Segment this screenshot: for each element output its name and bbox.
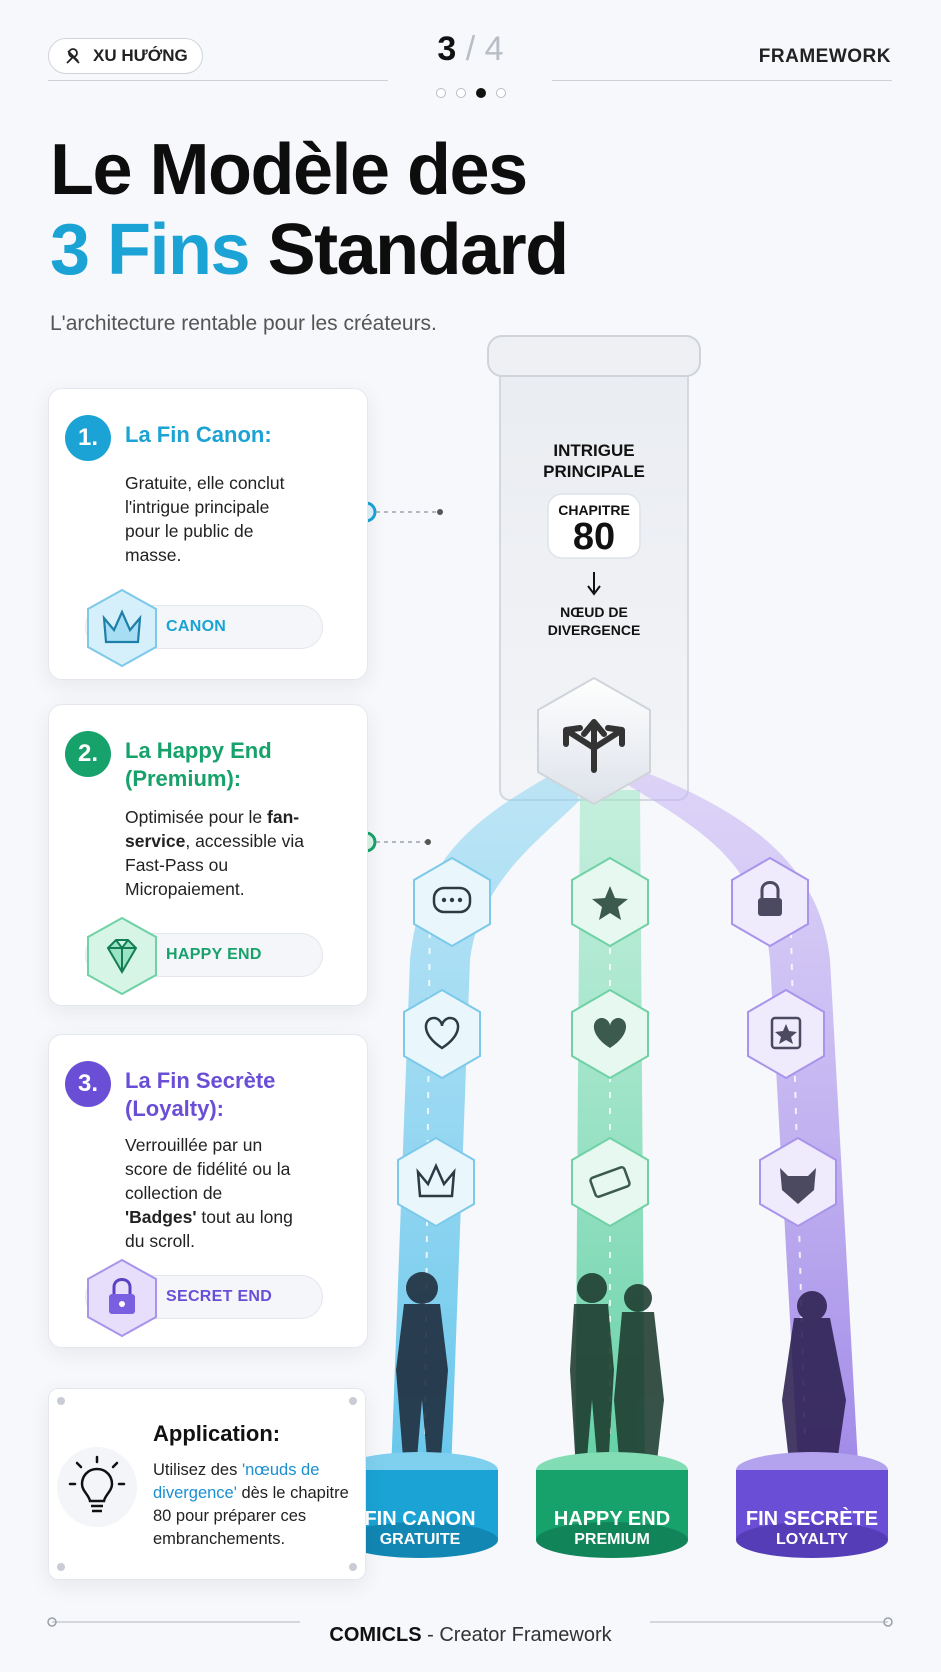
chapter-box [547,493,641,559]
crown-icon [397,1136,475,1228]
divergence-label: NŒUD DE DIVERGENCE [547,604,641,638]
lock-icon [87,1258,157,1338]
trend-tag[interactable]: XU HƯỚNG [48,38,203,74]
application-desc-post: dès le chapitre 80 pour préparer ces emb… [153,1484,349,1548]
header-divider-left [48,80,388,81]
trunk-title: INTRIGUE PRINCIPALE [543,441,645,481]
pedestal-secret [736,1452,888,1558]
footer-brand: COMICLS [329,1624,422,1646]
title-rest: Standard [249,210,570,290]
ending-happy-name: HAPPY END [553,1508,671,1530]
chat-icon [413,856,491,948]
card-happy-desc-post: , accessible via Fast-Pass ou Micropaiem… [125,831,305,899]
branch-secret [620,770,860,1500]
badge-card-icon [747,988,825,1080]
header-divider-right [552,80,892,81]
heart-icon [403,988,481,1080]
title-highlight: 3 Fins [50,210,251,290]
couple-silhouette [570,1273,664,1470]
card-happy-number: 2. [65,731,111,777]
ending-happy-label[interactable]: HAPPY END PREMIUM [536,1508,688,1549]
card-secret-desc-bold: 'Badges' [125,1207,197,1227]
divergence-node-icon [537,676,651,806]
heroine-silhouette [782,1291,846,1470]
page-dot-2[interactable] [455,88,466,98]
card-secret-title: La Fin Secrète (Loyalty): [125,1068,276,1121]
lock-icon [731,856,809,948]
down-arrow [587,572,601,596]
ending-secret-sub: LOYALTY [775,1531,848,1548]
star-icon [571,856,649,948]
ending-secret-label[interactable]: FIN SECRÈTE LOYALTY [736,1508,888,1549]
trend-tag-label: XU HƯỚNG [93,46,188,65]
card-happy-desc-pre: Optimisée pour le [125,807,268,827]
page-indicator: 3 / 4 [0,30,941,69]
secret-pill-label: SECRET END [166,1288,273,1305]
secret-pill[interactable]: SECRET END [85,1258,323,1338]
lightbulb-icon [57,1447,137,1527]
trend-icon [66,48,80,64]
footer: COMICLS - Creator Framework [0,1624,941,1647]
card-secret-desc: Verrouillée par un score de fidélité ou … [125,1133,295,1253]
application-title: Application: [153,1421,281,1446]
page-subtitle: L'architecture rentable pour les créateu… [50,312,437,335]
card-happy-title: La Happy End (Premium): [125,738,272,791]
card-canon: 1. La Fin Canon: Gratuite, elle conclut … [48,388,368,680]
card-happy: 2. La Happy End (Premium): Optimisée pou… [48,704,368,1006]
application-desc-highlight: 'nœuds de divergence' [153,1461,320,1502]
happy-pill-label: HAPPY END [166,946,262,963]
chapter-label: CHAPITRE [558,502,630,518]
framework-label: FRAMEWORK [758,46,891,67]
pagination-dots [0,88,941,98]
mask-icon [759,1136,837,1228]
application-desc: Utilisez des 'nœuds de divergence' dès l… [153,1459,353,1551]
card-happy-desc: Optimisée pour le fan-service, accessibl… [125,805,325,901]
heart-icon [571,988,649,1080]
pedestal-happy [536,1452,688,1558]
application-card: Application: Utilisez des 'nœuds de dive… [48,1388,366,1580]
card-canon-desc: Gratuite, elle conclut l'intrigue princi… [125,473,285,565]
card-secret-desc-post: tout au long du scroll. [125,1207,293,1251]
footer-rest: - Creator Framework [421,1624,612,1646]
title-line-2: 3 Fins Standard [50,210,570,290]
card-canon-title: La Fin Canon: [125,422,272,447]
ending-secret-name: FIN SECRÈTE [745,1508,879,1530]
title-line-1: Le Modèle des [50,130,528,210]
canon-pill-label: CANON [166,618,227,635]
card-secret-number: 3. [65,1061,111,1107]
page-total: 4 [484,30,504,68]
chapter-number: 80 [572,516,616,558]
ending-canon-label[interactable]: FIN CANON GRATUITE [342,1508,498,1549]
page-dot-1[interactable] [435,88,446,98]
page-current: 3 [437,30,457,68]
hero-silhouette [396,1272,448,1470]
canon-pill[interactable]: CANON [85,588,323,668]
card-secret: 3. La Fin Secrète (Loyalty): Verrouillée… [48,1034,368,1348]
ending-canon-name: FIN CANON [364,1508,476,1530]
page-title: Le Modèle des 3 Fins Standard [50,130,570,290]
page-separator: / [465,30,476,68]
pedestal-canon [342,1452,498,1558]
card-secret-desc-pre: Verrouillée par un score de fidélité ou … [125,1135,291,1203]
scroll-roller [487,335,701,377]
happy-pill[interactable]: HAPPY END [85,916,323,996]
card-happy-desc-bold: fan-service [125,807,300,851]
diamond-icon [87,916,157,996]
card-canon-number: 1. [65,415,111,461]
page-dot-3[interactable] [475,88,486,98]
page-dot-4[interactable] [495,88,506,98]
ending-canon-sub: GRATUITE [379,1531,461,1548]
ending-happy-sub: PREMIUM [574,1531,650,1548]
application-desc-pre: Utilisez des [153,1461,242,1479]
ticket-icon [571,1136,649,1228]
crown-icon [87,588,157,668]
